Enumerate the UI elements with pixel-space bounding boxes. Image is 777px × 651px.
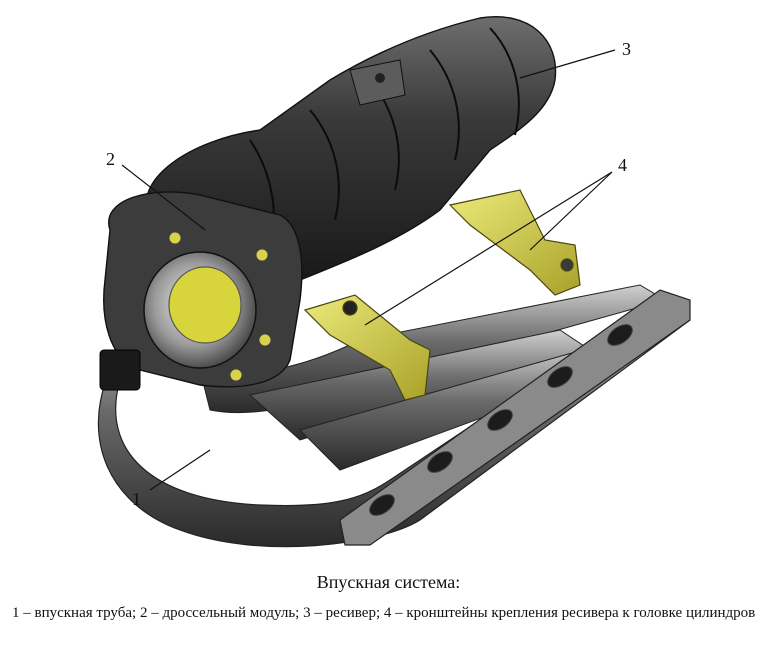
intake-manifold-runners: [97, 284, 692, 548]
figure-caption-title: Впускная система:: [316, 572, 461, 592]
figure-caption-legend: 1 – впускная труба; 2 – дроссельный моду…: [12, 605, 756, 621]
callout-label-1: 1: [132, 489, 141, 509]
callout-label-4: 4: [618, 155, 627, 175]
callout-label-3: 3: [622, 39, 631, 59]
receiver-brackets: [303, 189, 581, 401]
callout-leaders: [121, 49, 616, 491]
callout-label-2: 2: [106, 149, 115, 169]
intake-system-illustration: [97, 16, 692, 548]
throttle-module: [99, 191, 303, 391]
